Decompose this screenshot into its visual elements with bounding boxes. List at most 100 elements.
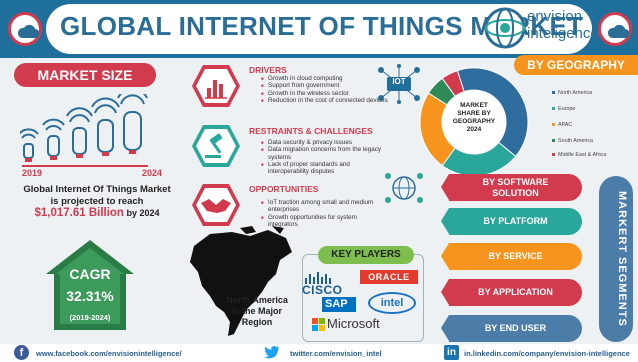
region-label: North America	[226, 295, 288, 305]
cloud-icon	[598, 12, 632, 46]
handshake-icon	[192, 184, 240, 226]
segments-vertical-bar	[599, 176, 633, 342]
market-size-text: is projected to reach	[50, 196, 144, 207]
region-label: Region	[241, 317, 273, 327]
globe-network-icon	[385, 173, 423, 203]
list-item: IoT traction among small and medium ente…	[261, 199, 379, 214]
segment-label: BY END USER	[484, 323, 547, 333]
cagr-period: (2019-2024)	[69, 313, 111, 322]
donut-center-label: 2024	[466, 126, 482, 133]
iot-badge-label: IOT	[392, 77, 406, 86]
facebook-icon[interactable]: f	[14, 345, 29, 360]
oracle-logo: ORACLE	[360, 270, 418, 284]
linkedin-link[interactable]: in.linkedin.com/company/envision-intelli…	[464, 349, 630, 358]
market-size-label: MARKET SIZE	[14, 63, 156, 87]
legend-label: North America	[558, 90, 593, 96]
opportunities-title: OPPORTUNITIES	[249, 184, 319, 194]
market-size-by-year: by 2024	[126, 208, 160, 218]
market-size-text: Global Internet Of Things Market	[23, 184, 171, 195]
sap-logo: SAP	[322, 297, 356, 312]
segment-label: BY SERVICE	[488, 251, 543, 261]
footer-bar	[0, 344, 638, 362]
key-players-label: KEY PLAYERS	[318, 246, 414, 264]
list-item: Data security & privacy issues	[261, 139, 389, 147]
market-segments-title: MARKERT SEGMENTS	[616, 191, 628, 327]
region-label: is the Major	[231, 306, 282, 316]
list-item: Data migration concerns from the legacy …	[261, 146, 389, 161]
legend-swatch	[552, 139, 555, 143]
segment-arrow	[441, 174, 449, 200]
logo-text: inteligence	[527, 25, 599, 42]
legend-swatch	[552, 91, 555, 95]
segment-label: BY PLATFORM	[483, 216, 548, 226]
donut-slice-north-america	[456, 67, 529, 158]
cloud-icon	[8, 12, 42, 46]
donut-center-label: SHARE BY	[457, 110, 491, 117]
legend-swatch	[552, 107, 555, 111]
legend-label: Middle East & Africa	[558, 152, 607, 158]
cisco-logo-icon	[305, 272, 331, 284]
restraints-list: Data security & privacy issues Data migr…	[261, 139, 389, 175]
by-geography-title: BY GEOGRAPHY	[514, 55, 638, 75]
microsoft-logo-icon	[312, 318, 325, 331]
growth-bulbs-graphic	[20, 94, 148, 167]
linkedin-icon[interactable]: in	[444, 345, 459, 360]
segment-arrow	[441, 243, 449, 269]
list-item: Lack of proper standards and interoperab…	[261, 161, 389, 176]
list-item: Reduction in the cost of connected devic…	[261, 97, 401, 105]
segment-by-software-solution[interactable]: BY SOFTWARE SOLUTION	[449, 174, 582, 201]
legend-item: South America	[552, 138, 593, 144]
gavel-icon	[192, 125, 240, 167]
drivers-list: Growth in cloud computing Support from g…	[261, 75, 401, 104]
list-item: Support from government	[261, 82, 401, 90]
year-start-label: 2019	[22, 168, 43, 178]
segment-arrow	[441, 208, 449, 234]
legend-item: Europe	[552, 106, 575, 112]
microsoft-logo-text: Microsoft	[327, 316, 380, 331]
year-end-label: 2024	[142, 168, 163, 178]
segment-label: BY APPLICATION	[478, 287, 553, 297]
list-item: Growth opportunities for system integrat…	[261, 214, 379, 229]
market-size-value-line: $1,017.61 Billion by 2024	[14, 207, 180, 219]
donut-center-label: MARKET	[460, 102, 488, 109]
legend-swatch	[552, 153, 555, 157]
twitter-link[interactable]: twitter.com/envision_intel	[290, 349, 382, 358]
geography-donut-chart	[419, 67, 529, 177]
donut-center-label: GEOGRAPHY	[452, 118, 496, 125]
segment-by-service[interactable]: BY SERVICE	[449, 243, 582, 270]
segment-label: SOLUTION	[492, 188, 539, 198]
list-item: Growth in cloud computing	[261, 75, 401, 83]
legend-label: APAC	[558, 122, 573, 128]
twitter-icon[interactable]	[264, 345, 280, 359]
segment-by-end-user[interactable]: BY END USER	[449, 315, 582, 342]
intel-logo: intel	[368, 292, 416, 314]
legend-label: Europe	[558, 106, 576, 112]
iot-network-icon	[378, 64, 420, 104]
cagr-value: 32.31%	[66, 288, 114, 304]
cisco-logo-text: CISCO	[302, 283, 343, 297]
globe-logo-icon	[484, 7, 526, 49]
cagr-house-graphic	[46, 240, 134, 330]
legend-swatch	[552, 123, 555, 127]
restraints-title: RESTRAINTS & CHALLENGES	[249, 126, 373, 136]
segment-arrow	[441, 279, 449, 305]
legend-label: South America	[558, 138, 594, 144]
donut-slice-middle-east-africa	[441, 70, 465, 97]
segment-label: BY SOFTWARE	[482, 177, 549, 187]
market-size-value: $1,017.61 Billion	[34, 207, 124, 219]
legend-item: APAC	[552, 122, 572, 128]
segment-by-platform[interactable]: BY PLATFORM	[449, 208, 582, 235]
facebook-link[interactable]: www.facebook.com/envisionintelligence/	[36, 349, 182, 358]
legend-item: Middle East & Africa	[552, 152, 606, 158]
list-item: Growth in the wireless sector	[261, 90, 401, 98]
north-america-map	[190, 226, 292, 336]
segment-arrow	[441, 315, 449, 341]
opportunities-list: IoT traction among small and medium ente…	[261, 199, 379, 228]
donut-hole	[443, 91, 505, 153]
logo-text: envision	[527, 8, 583, 25]
legend-item: North America	[552, 90, 592, 96]
bar-chart-icon	[192, 65, 240, 107]
segment-by-application[interactable]: BY APPLICATION	[449, 279, 582, 306]
drivers-title: DRIVERS	[249, 65, 287, 75]
cagr-label: CAGR	[69, 266, 111, 282]
